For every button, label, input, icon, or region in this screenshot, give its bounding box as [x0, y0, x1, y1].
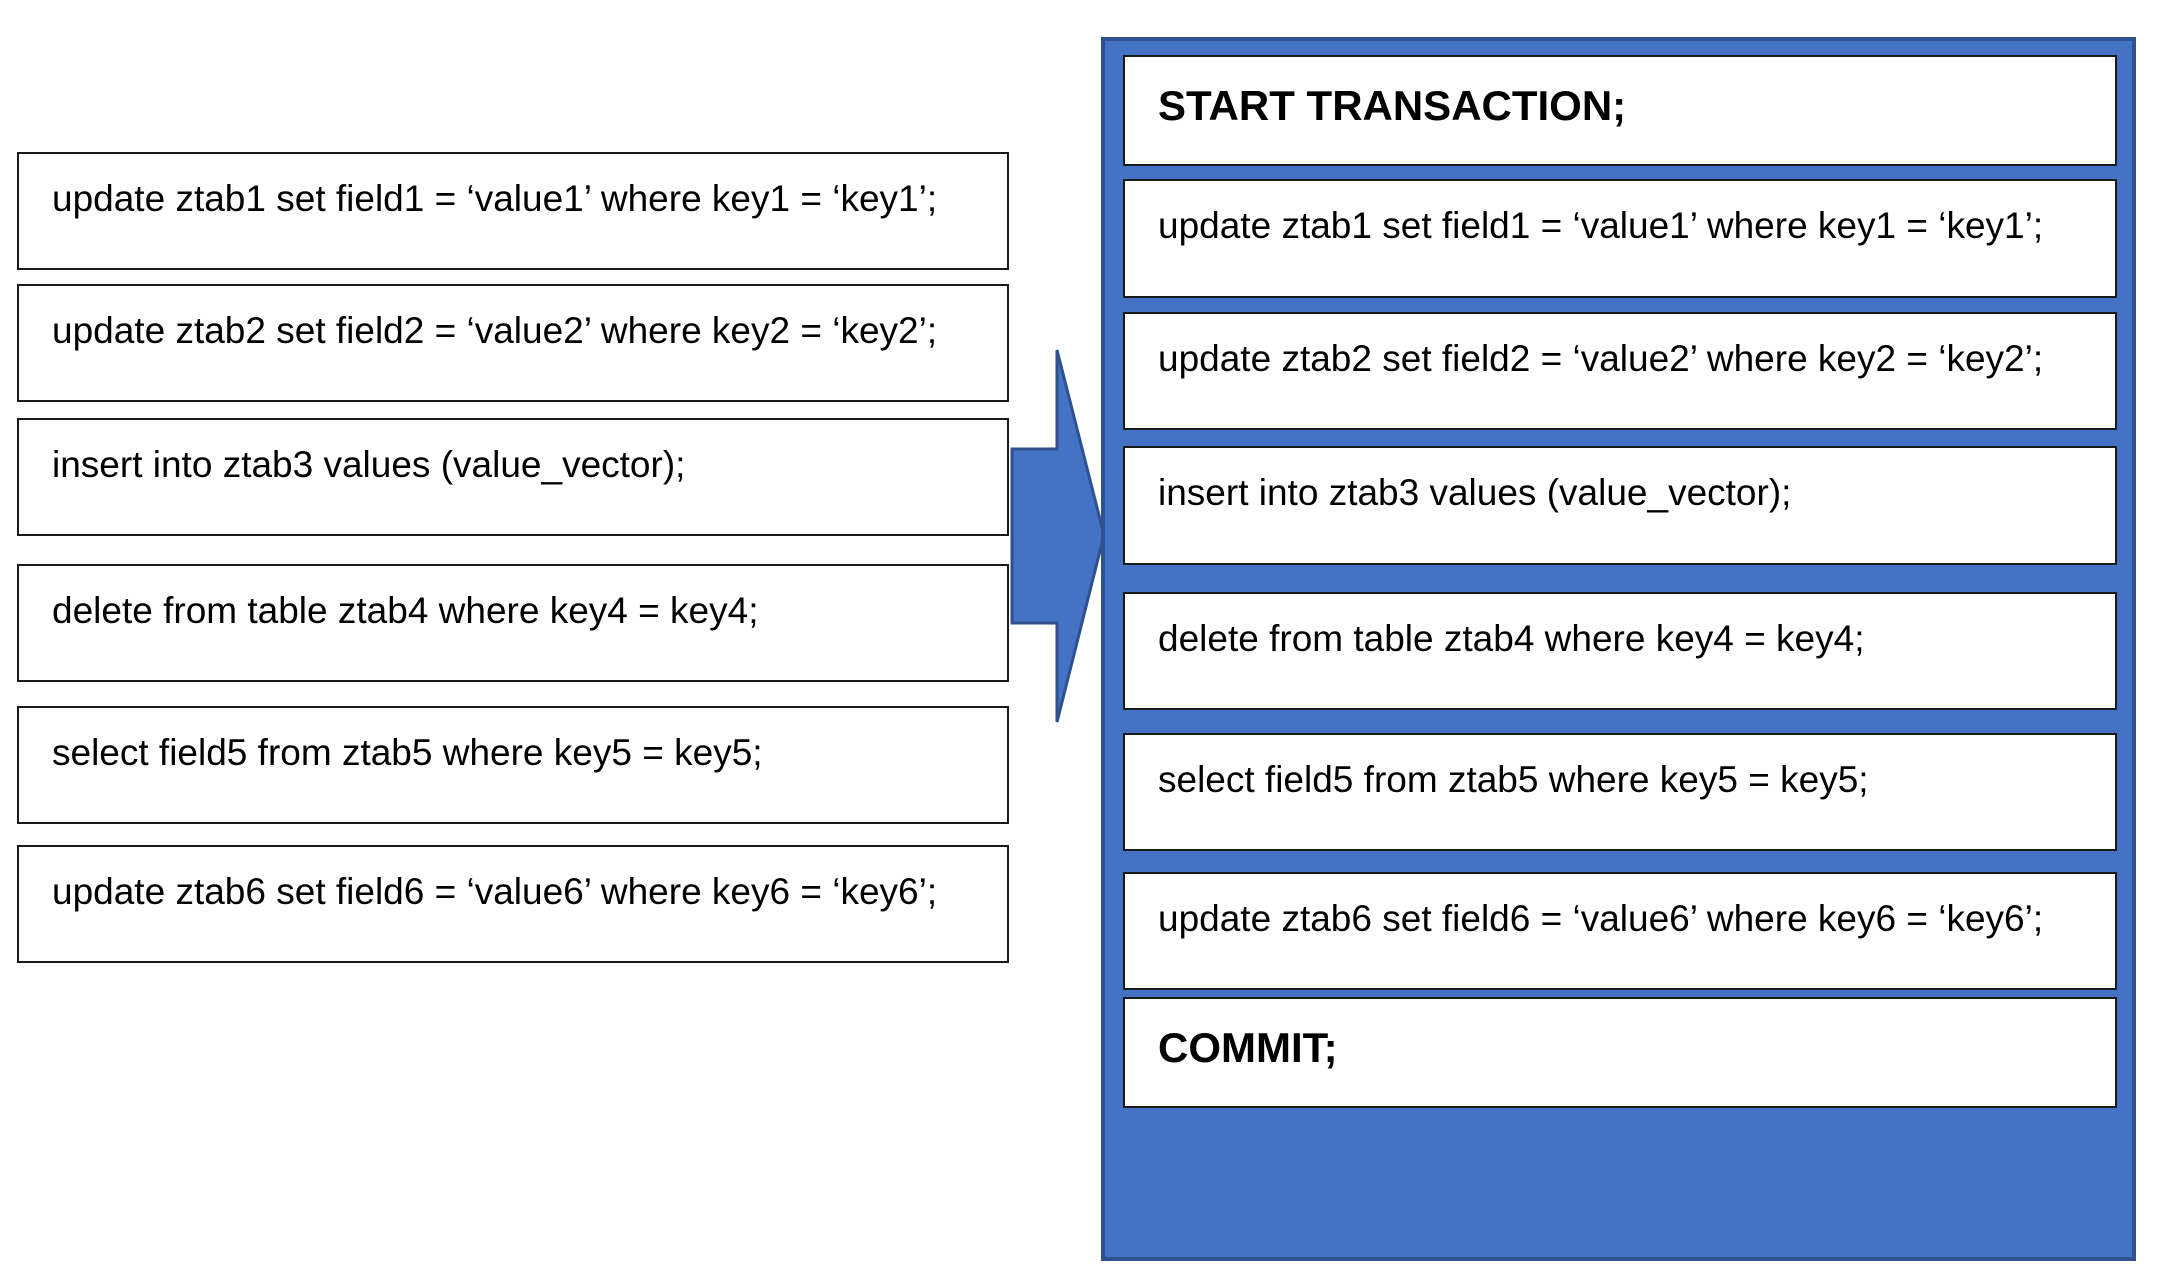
arrow-shape	[1010, 349, 1106, 723]
transaction-statement-6: update ztab6 set field6 = ‘value6’ where…	[1123, 872, 2117, 990]
transaction-statement-2: update ztab2 set field2 = ‘value2’ where…	[1123, 312, 2117, 430]
transaction-block: START TRANSACTION; update ztab1 set fiel…	[1101, 37, 2136, 1261]
commit-statement: COMMIT;	[1123, 997, 2117, 1108]
left-statement-6: update ztab6 set field6 = ‘value6’ where…	[17, 845, 1009, 963]
transaction-statement-4: delete from table ztab4 where key4 = key…	[1123, 592, 2117, 710]
left-statement-1: update ztab1 set field1 = ‘value1’ where…	[17, 152, 1009, 270]
transaction-statement-3: insert into ztab3 values (value_vector);	[1123, 446, 2117, 565]
left-statement-5: select field5 from ztab5 where key5 = ke…	[17, 706, 1009, 824]
start-transaction-statement: START TRANSACTION;	[1123, 55, 2117, 166]
transaction-statement-5: select field5 from ztab5 where key5 = ke…	[1123, 733, 2117, 851]
transaction-statement-1: update ztab1 set field1 = ‘value1’ where…	[1123, 179, 2117, 298]
left-statement-2: update ztab2 set field2 = ‘value2’ where…	[17, 284, 1009, 402]
left-statement-4: delete from table ztab4 where key4 = key…	[17, 564, 1009, 682]
left-statement-3: insert into ztab3 values (value_vector);	[17, 418, 1009, 536]
